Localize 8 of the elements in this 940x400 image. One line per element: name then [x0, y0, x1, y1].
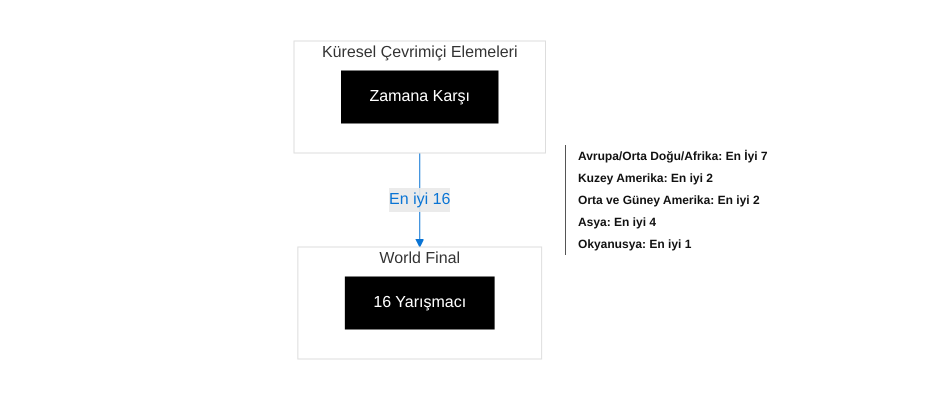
edge-label: En iyi 16: [389, 191, 451, 208]
note-text: Asya: En iyi 4: [578, 214, 658, 231]
note-text: Orta ve Güney Amerika: En iyi 2: [578, 192, 761, 209]
note-text: Kuzey Amerika: En iyi 2: [578, 170, 714, 187]
note-text: Okyanusya: En iyi 1: [578, 236, 692, 253]
node-box: Zamana Karşı: [341, 70, 499, 124]
note-text: Avrupa/Orta Doğu/Afrika: En İyi 7: [578, 148, 768, 165]
node-box: 16 Yarışmacı: [345, 276, 495, 330]
